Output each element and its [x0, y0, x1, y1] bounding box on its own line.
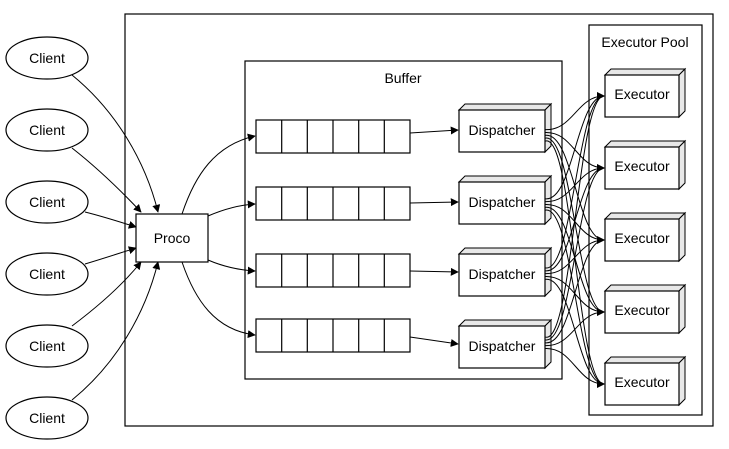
queue-dispatcher-edge — [409, 336, 459, 347]
executor-pool-container — [588, 24, 703, 416]
queue-dispatcher-edge — [409, 267, 459, 276]
client-node: Client — [5, 36, 89, 80]
proco-node: Proco — [135, 213, 209, 263]
client-edge — [84, 246, 137, 265]
client-edge — [71, 261, 161, 401]
queue — [255, 119, 411, 154]
client-edge — [84, 211, 137, 229]
queue — [255, 253, 411, 288]
proco-label: Proco — [154, 230, 191, 246]
proco-queue-edge — [207, 259, 256, 275]
client-edge — [71, 261, 142, 327]
client-node: Client — [5, 252, 89, 296]
dispatcher-label: Dispatcher — [469, 122, 536, 138]
client-node: Client — [5, 180, 89, 224]
dispatcher-label: Dispatcher — [469, 338, 536, 354]
dispatcher-executor-edge — [544, 347, 605, 388]
client-label: Client — [29, 338, 65, 354]
dispatcher-executor-edge — [544, 236, 605, 344]
client-label: Client — [29, 410, 65, 426]
client-node: Client — [5, 396, 89, 440]
dispatcher-executor-edge — [544, 140, 605, 388]
client-node: Client — [5, 324, 89, 368]
executor-label: Executor — [614, 86, 670, 102]
client-label: Client — [29, 122, 65, 138]
client-edge — [71, 74, 161, 213]
dispatcher-executor-edge — [544, 92, 605, 131]
queue-dispatcher-edge — [409, 126, 459, 135]
proco-queue-edge — [181, 133, 256, 215]
dispatcher-node: Dispatcher — [457, 246, 553, 298]
executor-node: Executor — [603, 139, 687, 191]
clients-group: Client Client Client Client Client Clien… — [5, 36, 89, 440]
dispatcher-executor-edges — [544, 92, 605, 388]
executor-node: Executor — [603, 355, 687, 407]
buffer-container — [244, 60, 563, 380]
executor-label: Executor — [614, 158, 670, 174]
queue-dispatcher-edge — [409, 198, 459, 207]
executor-label: Executor — [614, 230, 670, 246]
queue — [255, 318, 411, 353]
executor-node: Executor — [603, 67, 687, 119]
executor-pool-label: Executor Pool — [601, 34, 688, 50]
client-label: Client — [29, 266, 65, 282]
executor-label: Executor — [614, 302, 670, 318]
proco-queue-edge — [181, 261, 256, 339]
executor-node: Executor — [603, 283, 687, 335]
proco-queue-edges — [181, 133, 256, 339]
client-edge — [71, 147, 142, 213]
proco-queue-edge — [207, 200, 256, 217]
queue-dispatcher-edges — [409, 126, 459, 347]
dispatcher-node: Dispatcher — [457, 318, 553, 370]
dispatcher-label: Dispatcher — [469, 194, 536, 210]
dispatcher-node: Dispatcher — [457, 102, 553, 154]
client-label: Client — [29, 50, 65, 66]
system-boundary — [124, 13, 714, 427]
dispatcher-executor-edge — [544, 92, 605, 269]
client-label: Client — [29, 194, 65, 210]
dispatcher-executor-edge — [544, 164, 605, 341]
dispatcher-label: Dispatcher — [469, 266, 536, 282]
dispatcher-executor-edge — [544, 308, 605, 347]
executor-label: Executor — [614, 374, 670, 390]
buffer-label: Buffer — [384, 70, 421, 86]
dispatcher-executor-edge — [544, 92, 605, 338]
executor-node: Executor — [603, 211, 687, 263]
client-node: Client — [5, 108, 89, 152]
queue — [255, 186, 411, 221]
dispatcher-executor-edge — [544, 92, 605, 200]
client-proco-edges — [71, 74, 161, 401]
dispatcher-node: Dispatcher — [457, 174, 553, 226]
